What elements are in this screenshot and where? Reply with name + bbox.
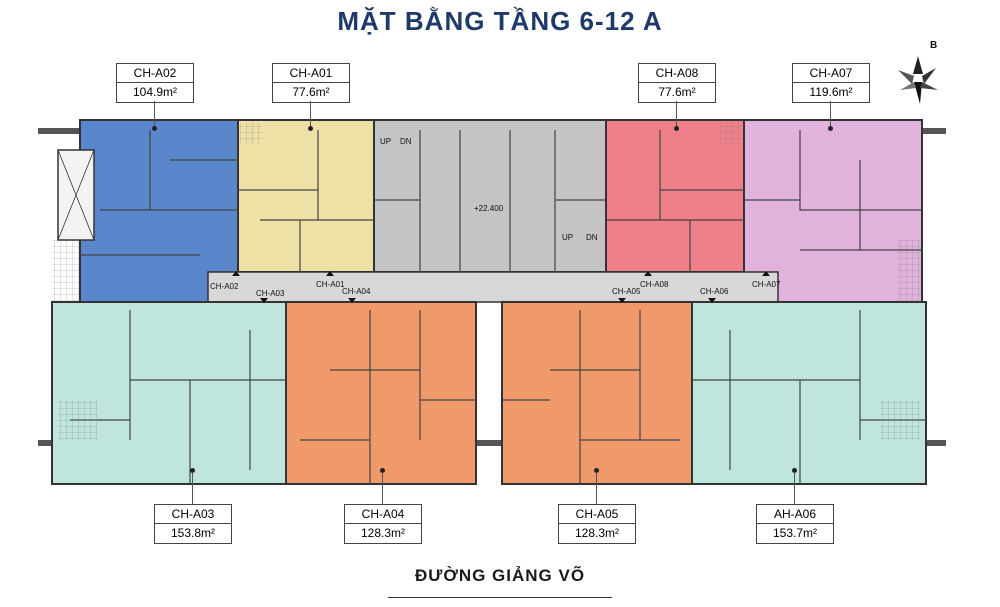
unit-area: 77.6m²: [658, 85, 696, 99]
unit-code: CH-A08: [639, 64, 715, 83]
page-title: MẶT BẰNG TẦNG 6-12 A: [337, 6, 663, 36]
unit-label-a08: CH-A08 77.6m²: [638, 63, 716, 103]
corridor-label-a05: CH-A05: [612, 287, 641, 296]
leader-dot: [594, 468, 599, 473]
street-name: ĐƯỜNG GIẢNG VÕ: [414, 566, 586, 585]
unit-label-a06: AH-A06 153.7m²: [756, 504, 834, 544]
unit-a06-area[interactable]: [691, 301, 927, 485]
corridor-label-a06: CH-A06: [700, 287, 729, 296]
unit-code: CH-A03: [155, 505, 231, 524]
unit-code: CH-A04: [345, 505, 421, 524]
unit-area: 153.8m²: [170, 526, 216, 540]
corridor-label-a03: CH-A03: [256, 289, 285, 298]
unit-code: CH-A01: [273, 64, 349, 83]
leader-line: [596, 472, 597, 504]
core-label-level: +22.400: [474, 204, 504, 213]
unit-area: 77.6m²: [292, 85, 330, 99]
unit-area: 104.9m²: [132, 85, 178, 99]
unit-code: AH-A06: [757, 505, 833, 524]
leader-dot: [792, 468, 797, 473]
unit-code: CH-A05: [559, 505, 635, 524]
unit-a03-area[interactable]: [51, 301, 287, 485]
unit-label-a05: CH-A05 128.3m²: [558, 504, 636, 544]
leader-line: [830, 101, 831, 127]
leader-line: [382, 472, 383, 504]
unit-a01-area[interactable]: [237, 119, 375, 273]
leader-dot: [308, 126, 313, 131]
core-label-up-right: UP: [562, 233, 573, 242]
unit-area: 153.7m²: [772, 526, 818, 540]
unit-area: 128.3m²: [574, 526, 620, 540]
street-underline: [388, 597, 612, 598]
corridor-label-a08: CH-A08: [640, 280, 669, 289]
core-label-up-left: UP: [380, 137, 391, 146]
unit-area: 128.3m²: [360, 526, 406, 540]
leader-line: [154, 101, 155, 127]
unit-label-a02: CH-A02 104.9m²: [116, 63, 194, 103]
leader-dot: [190, 468, 195, 473]
corridor: [207, 271, 779, 303]
interior-walls: [70, 130, 926, 484]
corridor-label-a04: CH-A04: [342, 287, 371, 296]
leader-dot: [380, 468, 385, 473]
leader-dot: [828, 126, 833, 131]
unit-area: 119.6m²: [809, 85, 853, 99]
core-label-dn-right: DN: [586, 233, 598, 242]
unit-label-a01: CH-A01 77.6m²: [272, 63, 350, 103]
corridor-label-a07: CH-A07: [752, 280, 781, 289]
leader-line: [794, 472, 795, 504]
unit-label-a07: CH-A07 119.6m²: [792, 63, 870, 103]
unit-code: CH-A07: [793, 64, 869, 83]
leader-line: [192, 472, 193, 504]
corridor-label-a02: CH-A02: [210, 282, 239, 291]
unit-code: CH-A02: [117, 64, 193, 83]
core-area: [373, 119, 607, 273]
door-markers: [232, 271, 770, 303]
compass-icon: [898, 56, 938, 104]
unit-a04-area[interactable]: [285, 301, 477, 485]
unit-label-a03: CH-A03 153.8m²: [154, 504, 232, 544]
leader-line: [310, 101, 311, 127]
corridor-label-a01: CH-A01: [316, 280, 345, 289]
unit-a05-area[interactable]: [501, 301, 693, 485]
leader-dot: [674, 126, 679, 131]
core-label-dn-left: DN: [400, 137, 412, 146]
tiled-areas: [52, 122, 922, 440]
leader-dot: [152, 126, 157, 131]
leader-line: [676, 101, 677, 127]
unit-label-a04: CH-A04 128.3m²: [344, 504, 422, 544]
compass-label: B: [930, 40, 937, 51]
